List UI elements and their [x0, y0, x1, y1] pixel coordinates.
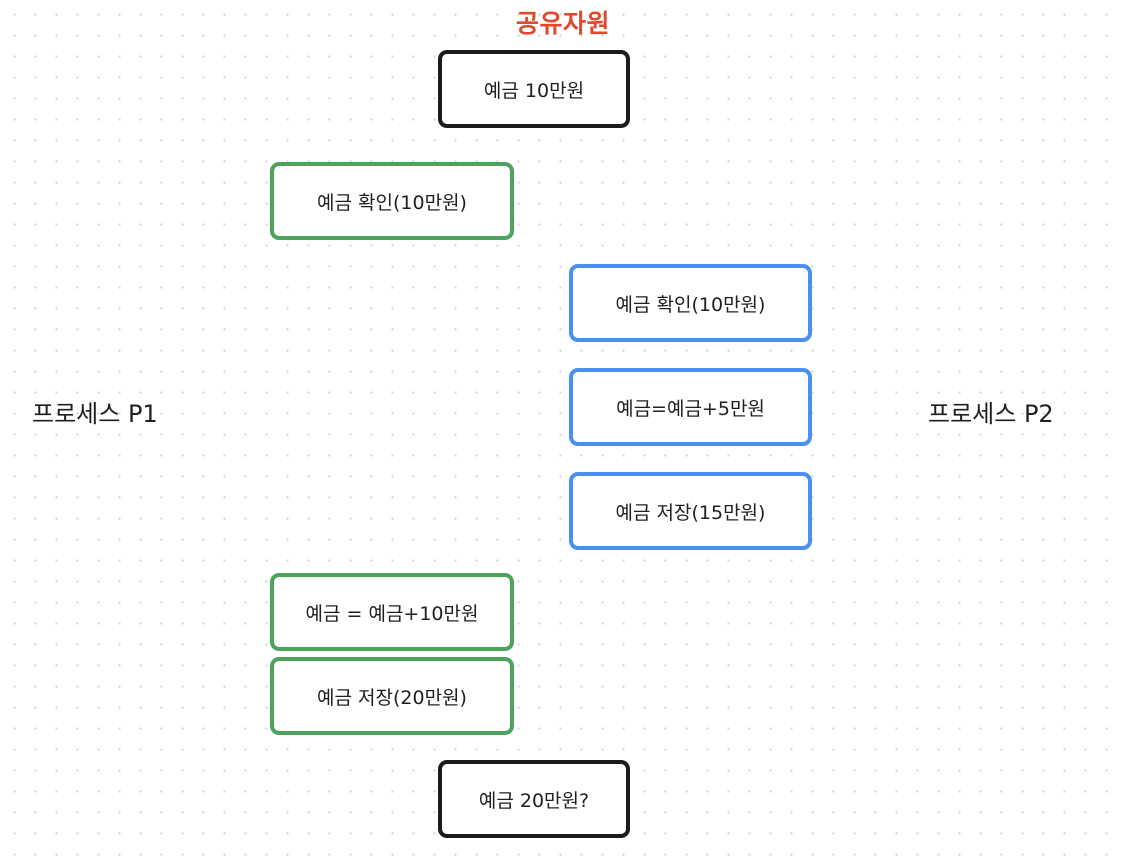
- process-p2-label: 프로세스 P2: [928, 400, 1054, 428]
- p1-step-save-box: 예금 저장(20만원): [270, 657, 514, 735]
- p2-step-add-box: 예금=예금+5만원: [569, 368, 812, 446]
- process-p1-label: 프로세스 P1: [32, 400, 158, 428]
- p1-step-add-box: 예금 = 예금+10만원: [270, 573, 514, 651]
- p1-step-add-text: 예금 = 예금+10만원: [305, 602, 479, 625]
- shared-resource-final-text: 예금 20만원?: [478, 789, 590, 812]
- shared-resource-initial-box: 예금 10만원: [438, 50, 630, 128]
- p2-step-save-text: 예금 저장(15만원): [615, 501, 766, 524]
- p1-step-check-text: 예금 확인(10만원): [317, 191, 467, 214]
- shared-resource-title: 공유자원: [515, 9, 610, 38]
- p2-step-check-text: 예금 확인(10만원): [615, 293, 766, 316]
- p1-step-save-text: 예금 저장(20만원): [317, 686, 467, 709]
- p1-step-check-box: 예금 확인(10만원): [270, 162, 514, 240]
- shared-resource-initial-text: 예금 10만원: [483, 79, 585, 102]
- p2-step-check-box: 예금 확인(10만원): [569, 264, 812, 342]
- p2-step-add-text: 예금=예금+5만원: [616, 397, 765, 420]
- p2-step-save-box: 예금 저장(15만원): [569, 472, 812, 550]
- shared-resource-final-box: 예금 20만원?: [438, 760, 630, 838]
